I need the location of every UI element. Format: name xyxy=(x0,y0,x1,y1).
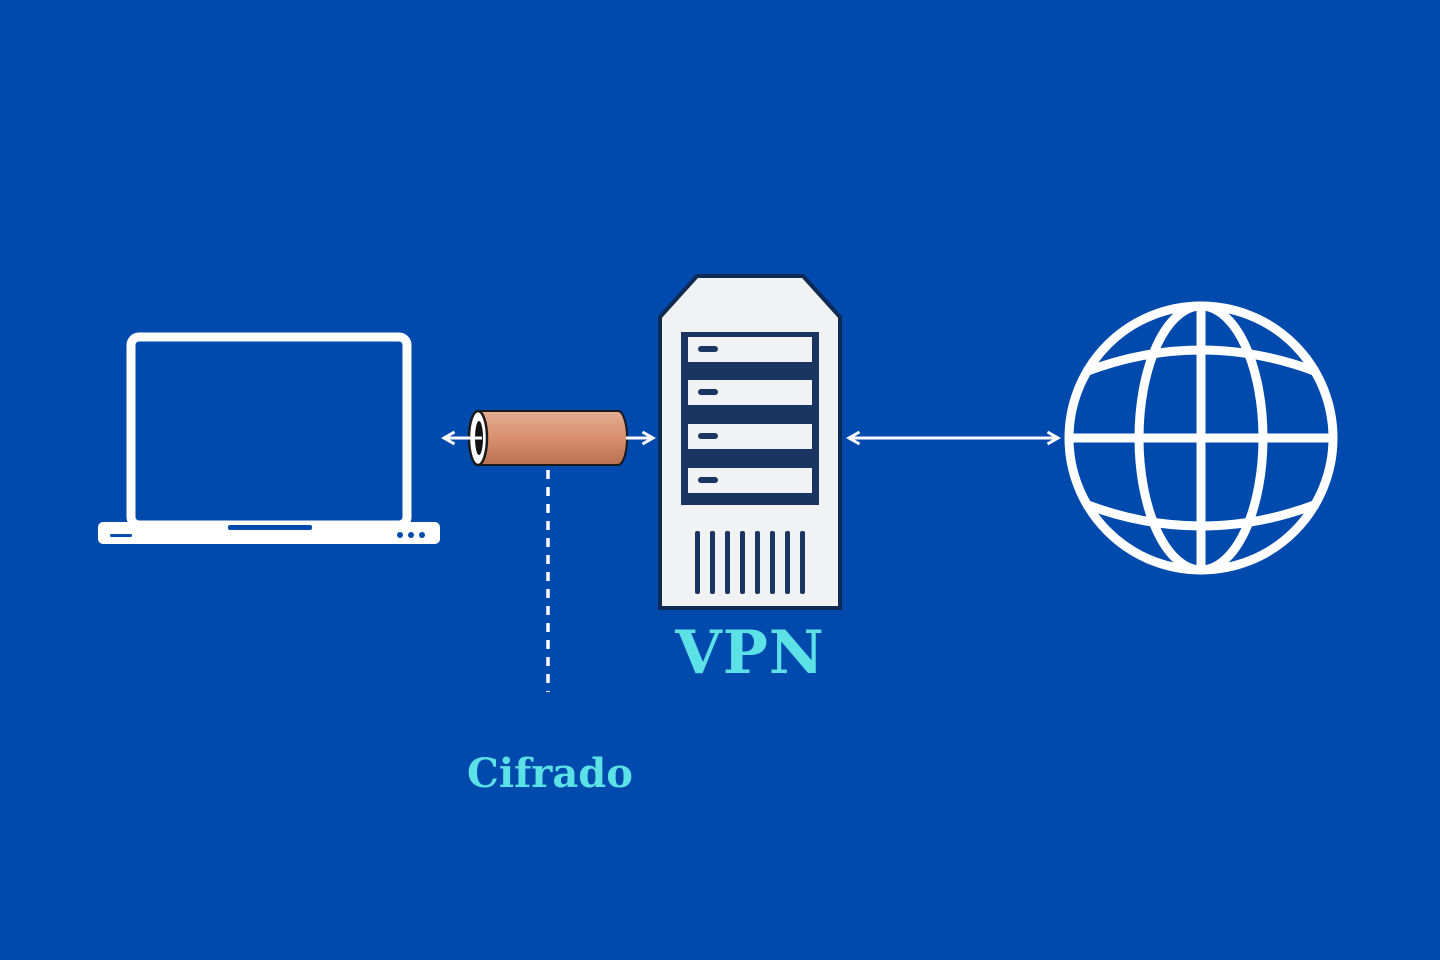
laptop-icon xyxy=(98,332,440,544)
globe-icon xyxy=(1064,301,1338,575)
encrypted-tunnel xyxy=(467,409,628,467)
server-icon xyxy=(658,274,842,610)
vpn-label: VPN xyxy=(675,618,825,688)
encrypted-label: Cifrado xyxy=(467,750,633,797)
